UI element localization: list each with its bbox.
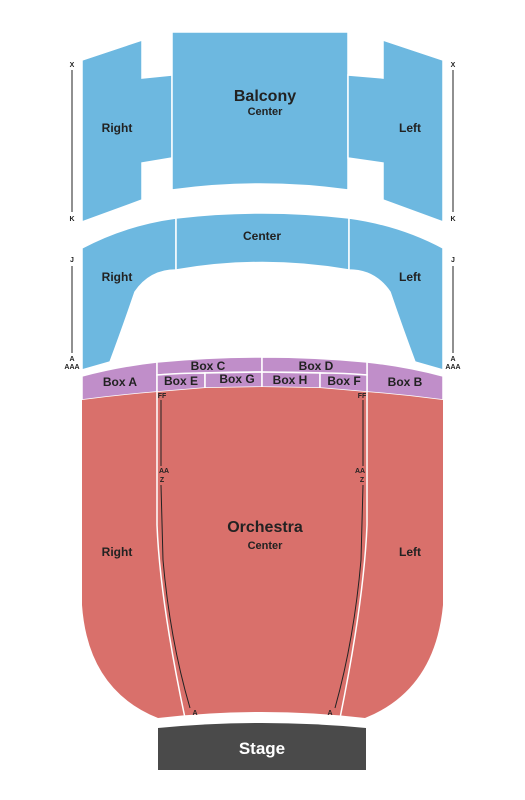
orchestra-left-label: Left	[399, 545, 421, 559]
balcony-lower-right-label: Right	[102, 270, 133, 284]
box-b-label: Box B	[388, 375, 423, 389]
lower-left-row-a: A	[450, 356, 455, 363]
balcony-upper-right-label: Right	[102, 121, 133, 135]
box-g-label: Box G	[219, 372, 254, 386]
upper-left-row-k: K	[450, 216, 455, 223]
orch-left-row-aa: AA	[355, 468, 365, 475]
box-d-label: Box D	[299, 359, 334, 373]
orchestra-right-aisle-divider	[156, 392, 186, 719]
balcony-lower-center-label: Center	[243, 229, 281, 243]
balcony-lower-left-section[interactable]	[348, 217, 444, 371]
orch-right-row-aa: AA	[159, 468, 169, 475]
upper-right-row-x: X	[70, 62, 75, 69]
orchestra-title: Orchestra	[227, 519, 303, 536]
orchestra-section[interactable]	[82, 387, 443, 718]
orch-right-row-a: A	[192, 710, 197, 717]
orchestra-center-label: Center	[248, 540, 284, 552]
balcony-lower-left-label: Left	[399, 270, 421, 284]
balcony-upper-left-section[interactable]	[347, 38, 444, 224]
balcony-upper-center-section[interactable]	[171, 31, 349, 191]
stage-area	[158, 723, 366, 770]
orch-left-row-ff: FF	[358, 393, 367, 400]
box-e-label: Box E	[164, 374, 198, 388]
box-f-label: Box F	[327, 374, 360, 388]
balcony-upper-left-label: Left	[399, 121, 421, 135]
lower-right-row-a: A	[69, 356, 74, 363]
orch-left-row-z: Z	[360, 477, 365, 484]
lower-right-row-j: J	[70, 257, 74, 264]
orch-right-row-z: Z	[160, 477, 165, 484]
balcony-title: Balcony	[234, 88, 296, 105]
box-a-label: Box A	[103, 375, 138, 389]
upper-left-row-x: X	[451, 62, 456, 69]
upper-right-row-k: K	[69, 216, 74, 223]
orchestra-left-aisle-divider	[339, 392, 368, 719]
orchestra-left-row-indicator	[334, 400, 364, 709]
box-f-section[interactable]	[319, 372, 368, 393]
orchestra-right-label: Right	[102, 545, 133, 559]
box-h-label: Box H	[273, 373, 308, 387]
lower-right-row-aaa: AAA	[64, 364, 79, 371]
orch-right-row-ff: FF	[158, 393, 167, 400]
box-c-label: Box C	[191, 359, 226, 373]
orch-left-row-a: A	[327, 710, 332, 717]
balcony-upper-center-label: Center	[248, 106, 284, 118]
stage-label: Stage	[239, 739, 285, 758]
lower-left-row-j: J	[451, 257, 455, 264]
balcony-lower-right-section[interactable]	[81, 217, 177, 371]
lower-left-row-aaa: AAA	[445, 364, 460, 371]
orchestra-right-row-indicator	[160, 400, 191, 709]
